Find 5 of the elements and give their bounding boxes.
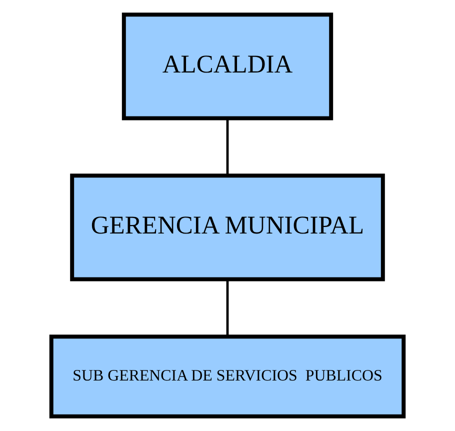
connector <box>226 118 229 176</box>
node-box: SUB GERENCIA DE SERVICIOS PUBLICOS <box>49 334 406 418</box>
node-box: GERENCIA MUNICIPAL <box>70 174 385 282</box>
connector <box>226 280 229 336</box>
node-box: ALCALDIA <box>122 12 334 120</box>
